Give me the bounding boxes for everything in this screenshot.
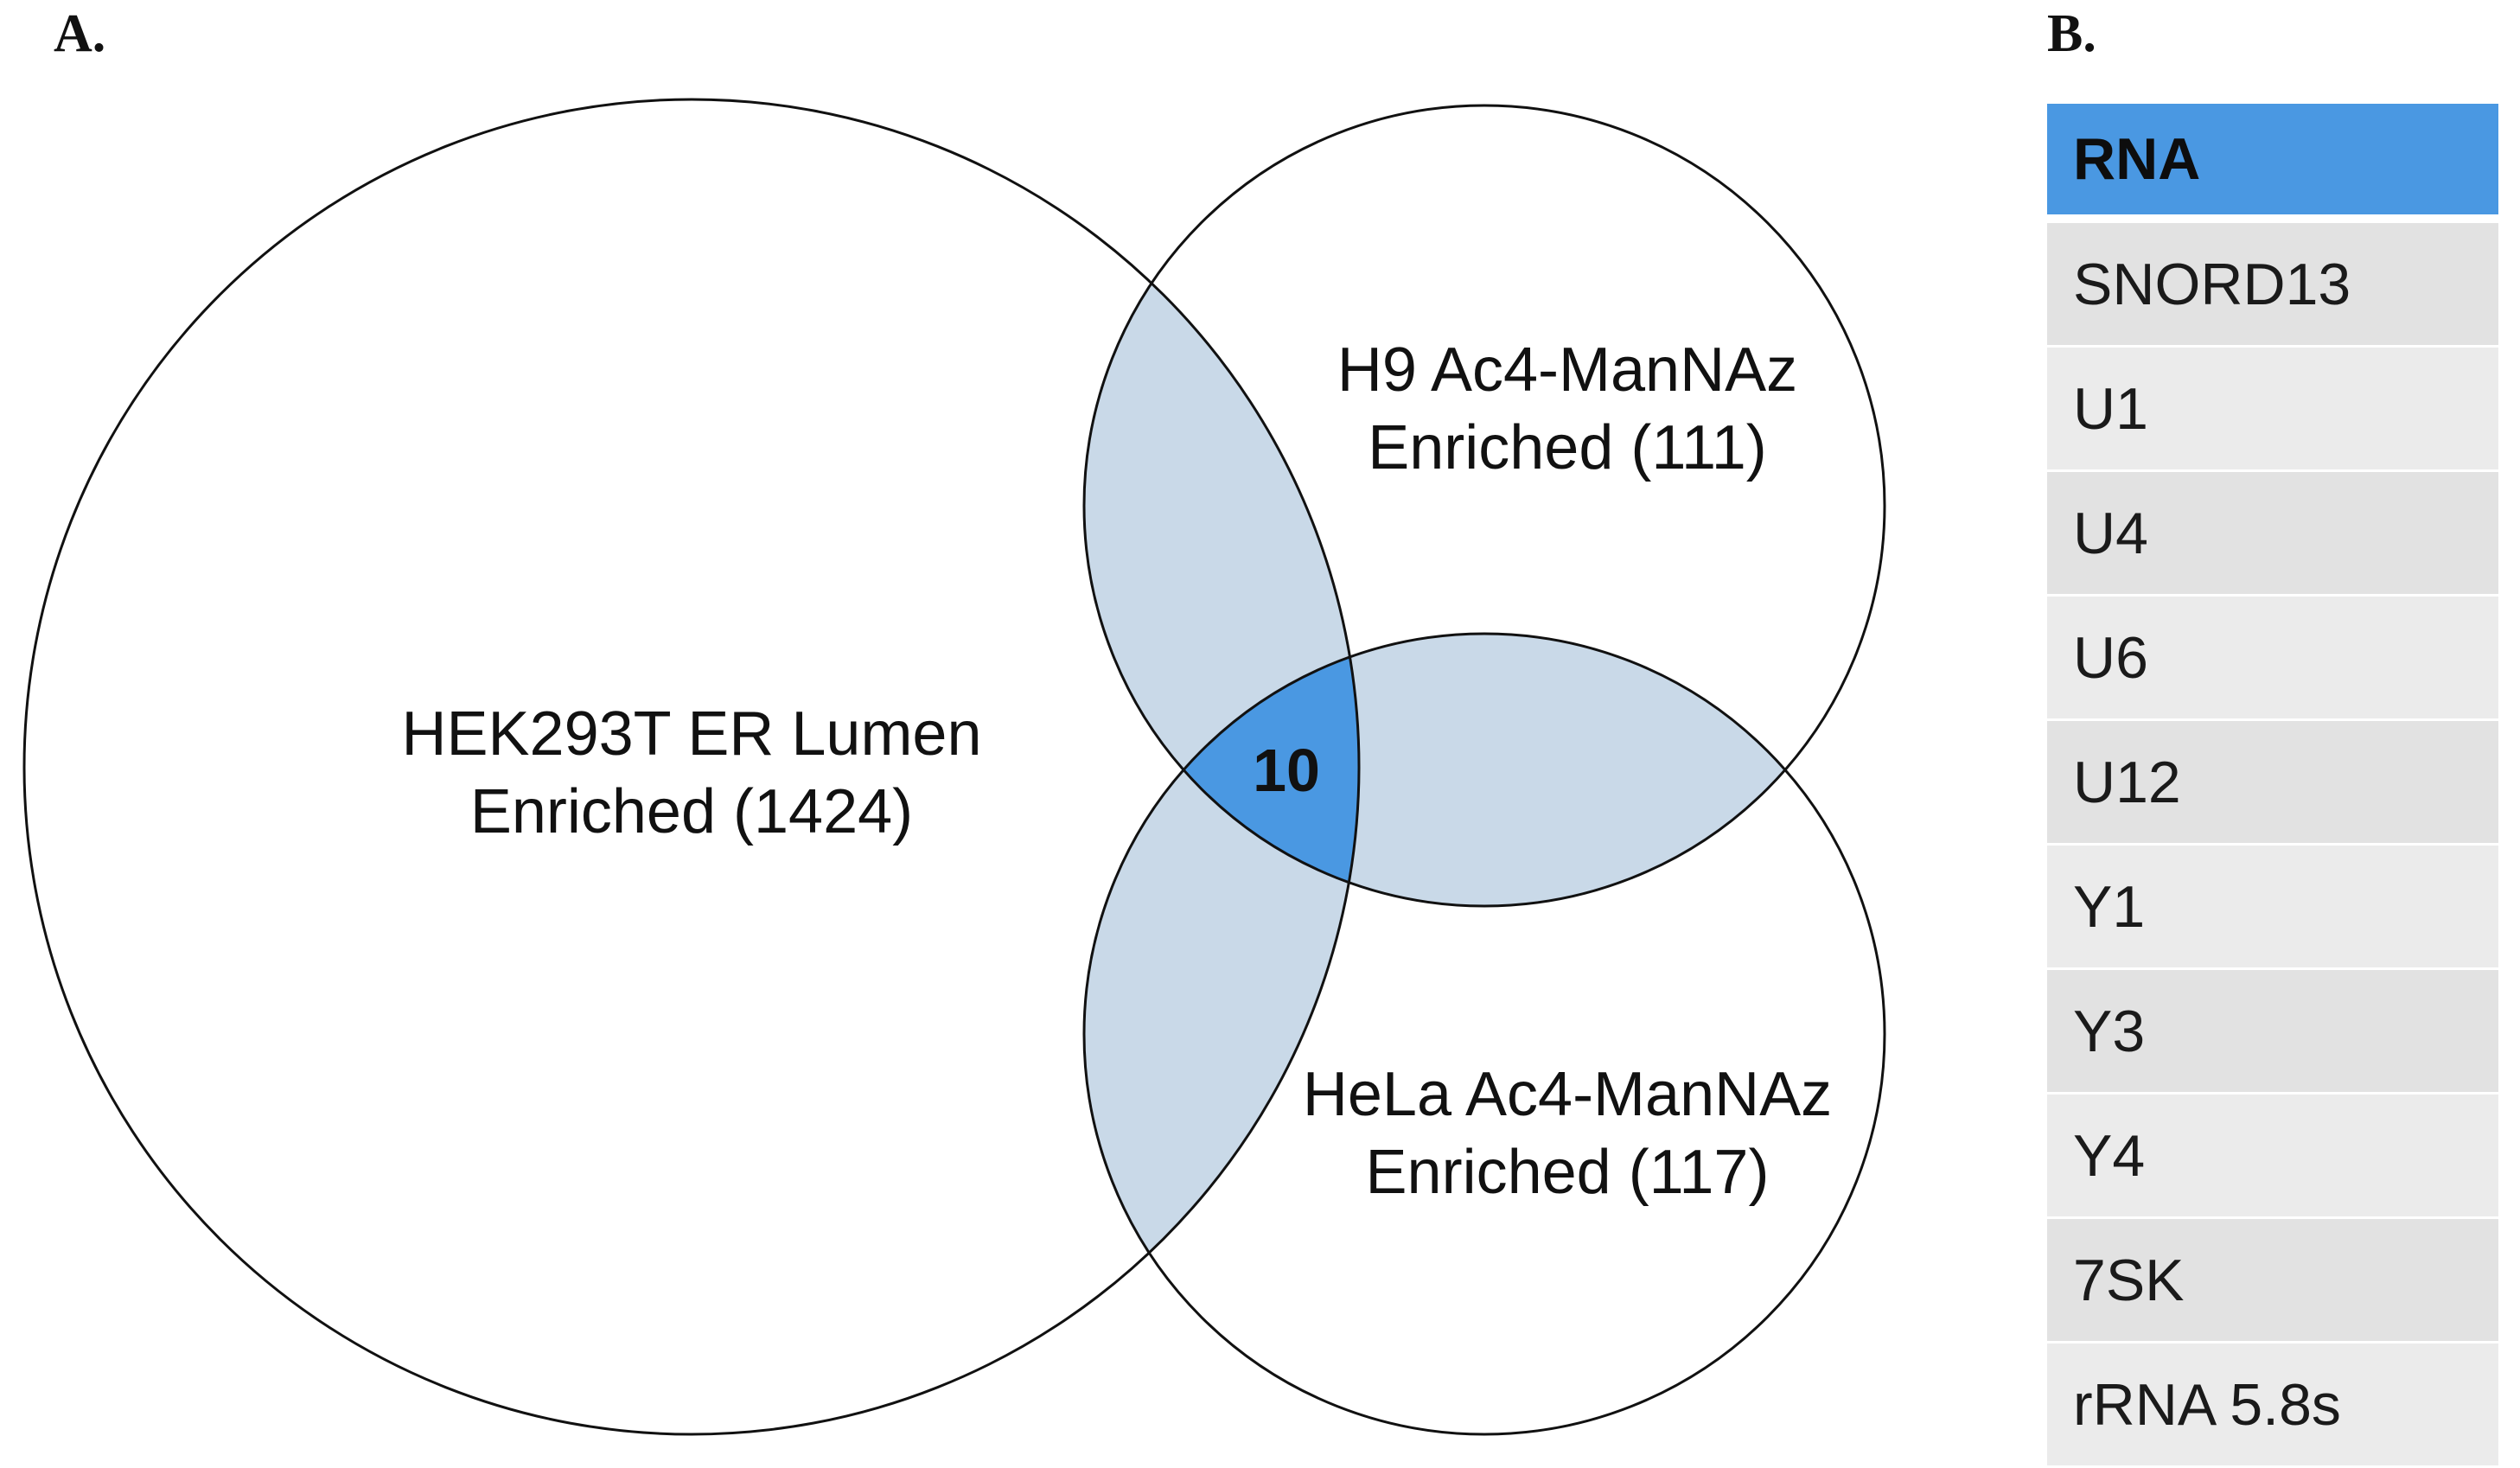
rna-table-header: RNA <box>2047 104 2498 214</box>
rna-table-row: SNORD13 <box>2047 223 2498 345</box>
h9-label-line1: H9 Ac4-ManNAz <box>1337 335 1797 405</box>
rna-table-row: U4 <box>2047 472 2498 594</box>
hela-label-line2: Enriched (117) <box>1366 1138 1770 1207</box>
circle-hela <box>1082 632 1886 1436</box>
h9-label-line2: Enriched (111) <box>1368 413 1767 482</box>
hek-label-line1: HEK293T ER Lumen <box>401 699 981 769</box>
rna-table-row: U1 <box>2047 348 2498 469</box>
hek-label-line2: Enriched (1424) <box>470 777 913 846</box>
rna-table-row: U12 <box>2047 721 2498 843</box>
rna-table-row: Y3 <box>2047 970 2498 1092</box>
panel-a-label: A. <box>54 4 106 63</box>
panel-b-label: B. <box>2047 4 2096 63</box>
intersection-count: 10 <box>1253 737 1320 804</box>
circle-h9 <box>1082 104 1886 908</box>
overlap-all-three <box>1084 634 1359 906</box>
venn-diagram: HEK293T ER Lumen Enriched (1424) H9 Ac4-… <box>22 98 1886 1436</box>
circle-hek293t <box>22 98 1361 1436</box>
rna-table-row: Y4 <box>2047 1095 2498 1216</box>
rna-table-row: 7SK <box>2047 1219 2498 1341</box>
rna-table-row: rRNA 5.8s <box>2047 1344 2498 1465</box>
rna-table-row: U6 <box>2047 597 2498 718</box>
hela-label-line1: HeLa Ac4-ManNAz <box>1303 1060 1832 1129</box>
rna-table-row: Y1 <box>2047 846 2498 967</box>
